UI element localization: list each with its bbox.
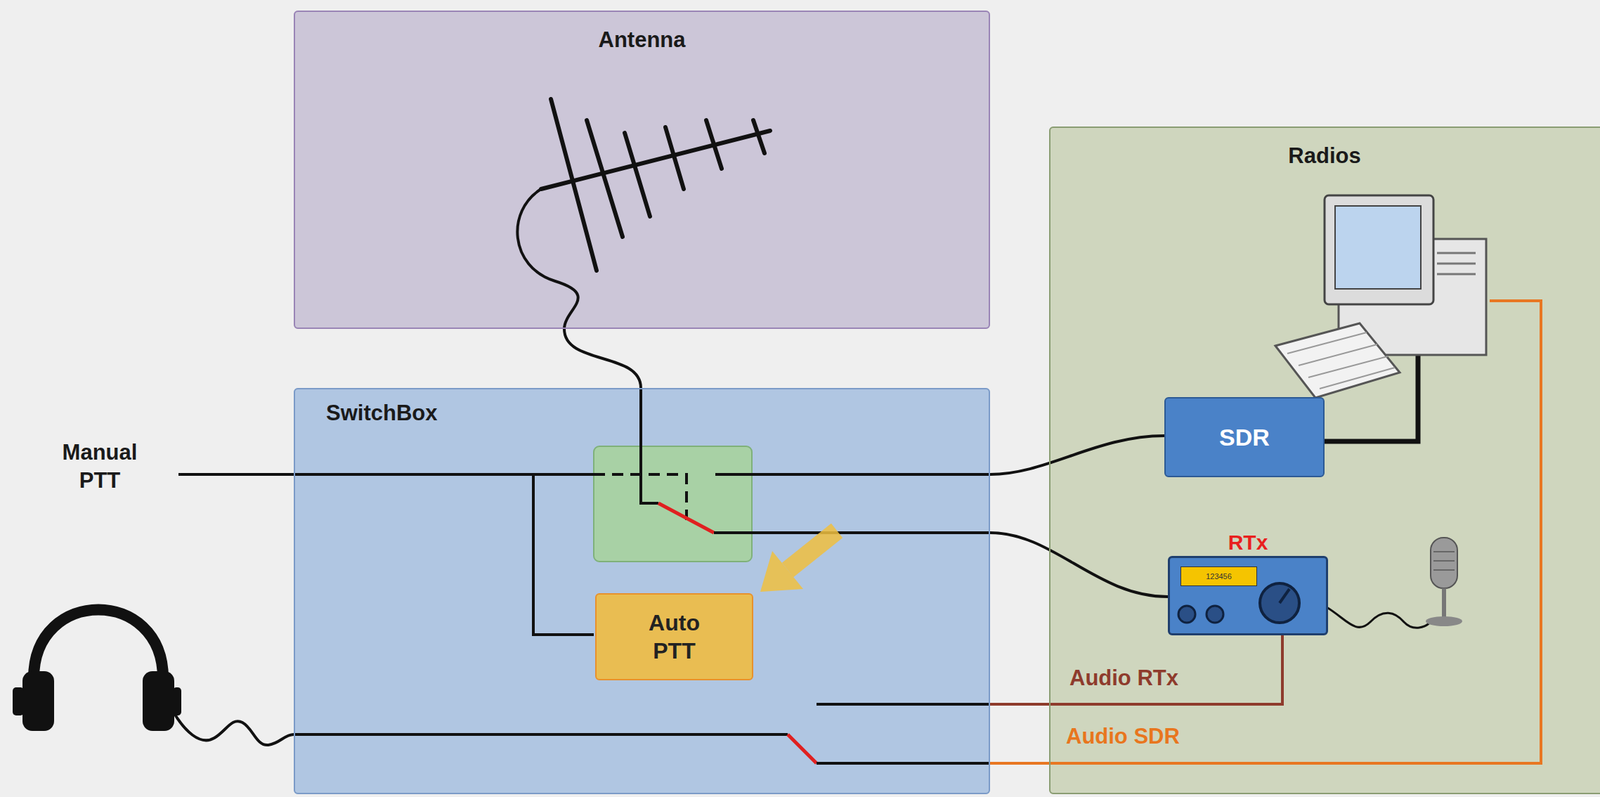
yagi-antenna (541, 130, 771, 190)
antenna-panel (293, 10, 991, 329)
rf-relay (640, 387, 991, 533)
radios-panel (1049, 126, 1600, 795)
rf-relay (713, 531, 991, 535)
node-label: Auto PTT (648, 608, 700, 665)
headphones (172, 687, 182, 716)
microphone (1326, 607, 1434, 628)
radio-knobs (1206, 605, 1224, 623)
computer (1436, 252, 1476, 275)
headphones (12, 609, 182, 732)
radio-body: 123456 (1167, 555, 1329, 636)
cable (990, 435, 1165, 475)
radio-knobs (1178, 605, 1196, 623)
yagi-antenna (624, 132, 650, 217)
audio-wiring (172, 300, 1541, 764)
display-text: 123456 (1180, 566, 1258, 587)
audio-wiring (816, 702, 991, 706)
audio-wiring (990, 300, 1541, 764)
microphone (1441, 588, 1447, 617)
node-label: RTx (1167, 529, 1329, 556)
computer (1275, 323, 1400, 398)
audio-wiring (787, 734, 817, 764)
node-label: Radios (1050, 143, 1599, 169)
node-label: SwitchBox (326, 400, 438, 426)
relay-arrow (787, 530, 837, 570)
rf-relay (658, 503, 714, 533)
microphone (1425, 616, 1463, 627)
ptt-wiring (178, 472, 594, 476)
cable (990, 532, 1168, 597)
yagi-antenna (517, 99, 771, 329)
cable (990, 635, 1283, 705)
relay-arrow (760, 530, 837, 592)
microphone (1326, 537, 1463, 628)
microphone (1433, 551, 1455, 570)
headphones (142, 671, 175, 731)
radio-knobs (1279, 588, 1290, 603)
rf-relay (640, 387, 659, 504)
switchbox-panel: SwitchBoxAuto PTT (293, 387, 991, 795)
computer (1275, 195, 1487, 398)
signal-name: Audio RTx (1069, 664, 1179, 693)
microphone (1430, 537, 1458, 589)
signal-name: Manual PTT (62, 438, 138, 496)
computer (1324, 195, 1434, 305)
ptt-wiring (178, 474, 991, 635)
yagi-antenna (665, 127, 684, 190)
radios-panel: RadiosSDR RTx 123456 (1049, 126, 1600, 795)
computer (1335, 205, 1421, 289)
headphones (12, 687, 24, 716)
ptt-wiring (715, 472, 991, 476)
computer (1287, 332, 1395, 389)
yagi-antenna (753, 120, 765, 154)
ptt-wiring (533, 474, 594, 635)
audio-wiring (816, 761, 991, 765)
transceiver: RTx 123456 (1167, 529, 1329, 636)
node-label: SDR (1219, 422, 1270, 453)
headphones (22, 671, 55, 731)
yagi-antenna (517, 189, 578, 329)
sdr-box: SDR (1164, 397, 1325, 478)
headphones (33, 609, 164, 679)
relay-box (593, 446, 752, 562)
yagi-antenna (706, 120, 722, 169)
audio-wiring (172, 709, 788, 745)
yagi-antenna (586, 120, 623, 237)
radio-knobs (1259, 583, 1300, 623)
antenna-panel: Antenna (293, 10, 991, 329)
node-label: Antenna (295, 27, 989, 53)
relay-arrow (760, 550, 804, 592)
cable (564, 328, 641, 388)
signal-name: Audio SDR (1065, 722, 1180, 751)
auto-ptt-box: Auto PTT (595, 593, 754, 681)
